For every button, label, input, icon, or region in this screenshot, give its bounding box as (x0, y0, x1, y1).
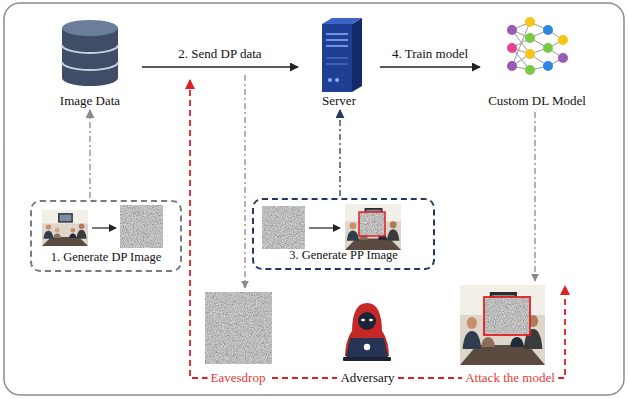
flow-arrow (380, 66, 480, 67)
dp-generation-pictures (42, 205, 163, 248)
model-node: Custom DL Model (482, 15, 592, 108)
server-icon-part (322, 18, 362, 24)
database-icon-part (62, 62, 118, 70)
dp-generation-pictures-part (42, 210, 88, 246)
neural-network-icon (507, 17, 568, 75)
attacked-picture (460, 285, 545, 365)
pp-generation-pictures-part (345, 204, 401, 250)
database-icon (62, 20, 118, 86)
neural-network-icon-part (543, 25, 553, 35)
pp-generation-pictures-part (309, 227, 340, 228)
adversary-attack-lines (190, 80, 565, 378)
edge-label: 4. Train model (389, 46, 471, 61)
process-box: 3. Generate PP Image (252, 198, 435, 270)
server-icon-part (326, 39, 348, 41)
node-label: 3. Generate PP Image (289, 248, 398, 263)
eavesdropped-picture-part (205, 292, 272, 364)
server-icon-part (335, 78, 339, 82)
neural-network-icon-part (507, 43, 517, 53)
attacked-picture-part (460, 285, 545, 365)
annotation-label: Attack the model (462, 370, 558, 385)
dp-generation-pictures-part (120, 205, 163, 248)
gray-flow-arrows-part (244, 75, 245, 288)
pp-generation-pictures-part (359, 212, 385, 236)
adversary-attack-lines-part (190, 80, 338, 378)
flow-arrow (89, 110, 90, 198)
adversary-icon (343, 303, 391, 361)
server-icon-part (326, 58, 348, 59)
neural-network-icon-part (558, 35, 568, 45)
eavesdropped-picture (205, 292, 272, 364)
adversary-node: Adversary (330, 300, 405, 385)
pp-generation-pictures (262, 204, 401, 250)
neural-network-icon-part (525, 65, 535, 75)
node-label: 1. Generate DP Image (51, 250, 162, 265)
node-label: Image Data (60, 93, 120, 108)
attacked-picture-part (484, 297, 530, 335)
attacked-picture-part (484, 297, 530, 335)
flow-arrow (339, 110, 340, 196)
node-label: Server (322, 93, 356, 108)
neural-network-icon-part (543, 61, 553, 71)
pp-generation-pictures-part (262, 206, 305, 249)
server-node: Server (300, 15, 378, 108)
dp-generation-pictures-part (92, 227, 116, 228)
server-icon (322, 18, 362, 92)
server-icon-part (326, 64, 348, 65)
neural-network-icon-part (507, 61, 517, 71)
neural-network-icon-part (525, 33, 535, 43)
outer-frame (4, 3, 624, 395)
database-icon-part (62, 28, 118, 86)
gray-flow-arrows-part (534, 112, 535, 281)
adversary-icon-part (352, 303, 382, 332)
adversary-icon-part (369, 319, 373, 322)
server-icon-part (352, 18, 362, 92)
server-icon-part (328, 78, 332, 82)
adversary-icon-part (358, 312, 376, 330)
node-label: Adversary (337, 370, 397, 385)
neural-network-icon-part (543, 43, 553, 53)
server-icon-part (326, 33, 348, 35)
database-icon-part (62, 45, 118, 53)
neural-network-icon-part (507, 25, 517, 35)
adversary-icon-part (343, 357, 391, 361)
edge-label: 2. Send DP data (175, 46, 264, 61)
neural-network-icon-part (525, 49, 535, 59)
server-icon-part (326, 45, 348, 47)
node-label: Custom DL Model (488, 93, 586, 108)
annotation-label: Eavesdrop (208, 370, 269, 385)
process-box: 1. Generate DP Image (30, 200, 182, 272)
database-node: Image Data (40, 15, 140, 108)
neural-network-icon-part (512, 22, 563, 70)
adversary-icon-part (346, 338, 388, 357)
database-icon-part (62, 20, 118, 36)
adversary-attack-lines-part (398, 286, 565, 378)
flow-arrow (142, 66, 298, 67)
pp-generation-pictures-part (359, 212, 385, 236)
adversary-icon-part (364, 344, 370, 350)
adversary-icon-part (361, 319, 365, 322)
neural-network-icon-part (558, 53, 568, 63)
neural-network-icon-part (525, 17, 535, 27)
server-icon-part (322, 24, 352, 92)
